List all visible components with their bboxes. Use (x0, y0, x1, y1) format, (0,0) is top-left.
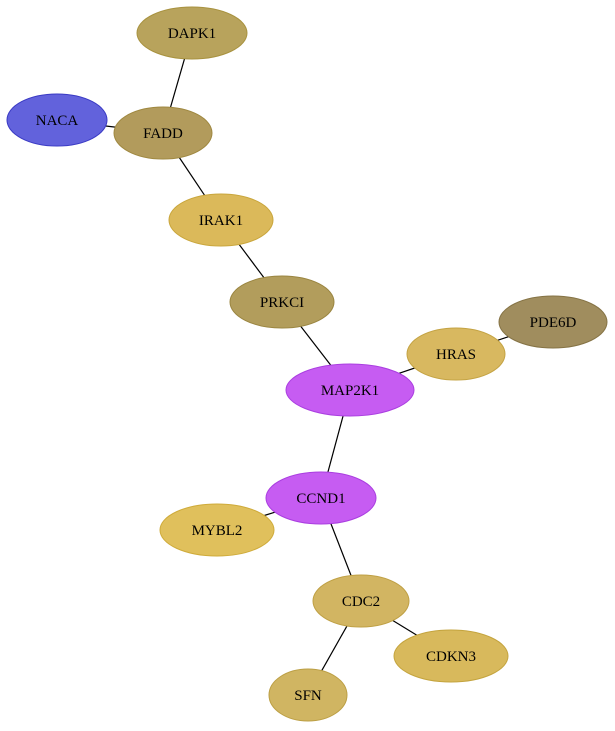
node-dapk1[interactable]: DAPK1 (136, 6, 248, 60)
node-label: MAP2K1 (321, 383, 379, 399)
edge-cdc2-sfn (321, 625, 348, 671)
node-ellipse (229, 275, 335, 329)
edge-fadd-irak1 (178, 157, 206, 196)
node-prkci[interactable]: PRKCI (229, 275, 335, 329)
node-hras[interactable]: HRAS (406, 327, 506, 381)
node-label: MYBL2 (192, 523, 243, 539)
node-ellipse (285, 363, 415, 417)
node-ccnd1[interactable]: CCND1 (265, 471, 377, 525)
edge-ccnd1-mybl2 (264, 511, 276, 517)
node-label: IRAK1 (199, 213, 243, 229)
node-ellipse (265, 471, 377, 525)
edges-layer (105, 58, 509, 671)
node-ellipse (406, 327, 506, 381)
node-cdkn3[interactable]: CDKN3 (393, 629, 509, 683)
node-mybl2[interactable]: MYBL2 (159, 503, 275, 557)
edge-ccnd1-cdc2 (330, 523, 352, 576)
node-ellipse (168, 193, 274, 247)
node-ellipse (393, 629, 509, 683)
node-ellipse (159, 503, 275, 557)
node-ellipse (136, 6, 248, 60)
node-label: CDC2 (342, 594, 380, 610)
node-label: NACA (36, 113, 79, 129)
node-label: PDE6D (530, 315, 577, 331)
node-label: HRAS (436, 347, 476, 363)
node-label: PRKCI (260, 295, 304, 311)
edge-map2k1-hras (398, 367, 415, 374)
node-label: CDKN3 (426, 649, 476, 665)
node-ellipse (113, 106, 213, 160)
node-pde6d[interactable]: PDE6D (498, 295, 608, 349)
node-ellipse (6, 93, 108, 147)
node-naca[interactable]: NACA (6, 93, 108, 147)
edge-map2k1-ccnd1 (327, 415, 344, 473)
node-label: CCND1 (296, 491, 345, 507)
node-label: FADD (143, 126, 183, 142)
edge-cdc2-cdkn3 (392, 619, 418, 636)
node-ellipse (312, 574, 410, 628)
edge-dapk1-fadd (169, 58, 186, 108)
node-label: DAPK1 (168, 26, 216, 42)
node-cdc2[interactable]: CDC2 (312, 574, 410, 628)
node-map2k1[interactable]: MAP2K1 (285, 363, 415, 417)
node-sfn[interactable]: SFN (268, 668, 348, 722)
node-irak1[interactable]: IRAK1 (168, 193, 274, 247)
edge-hras-pde6d (497, 336, 509, 341)
edge-naca-fadd (105, 125, 116, 128)
node-ellipse (268, 668, 348, 722)
node-fadd[interactable]: FADD (113, 106, 213, 160)
edge-prkci-map2k1 (300, 325, 332, 366)
edge-irak1-prkci (238, 244, 265, 278)
node-label: SFN (294, 688, 322, 704)
node-ellipse (498, 295, 608, 349)
